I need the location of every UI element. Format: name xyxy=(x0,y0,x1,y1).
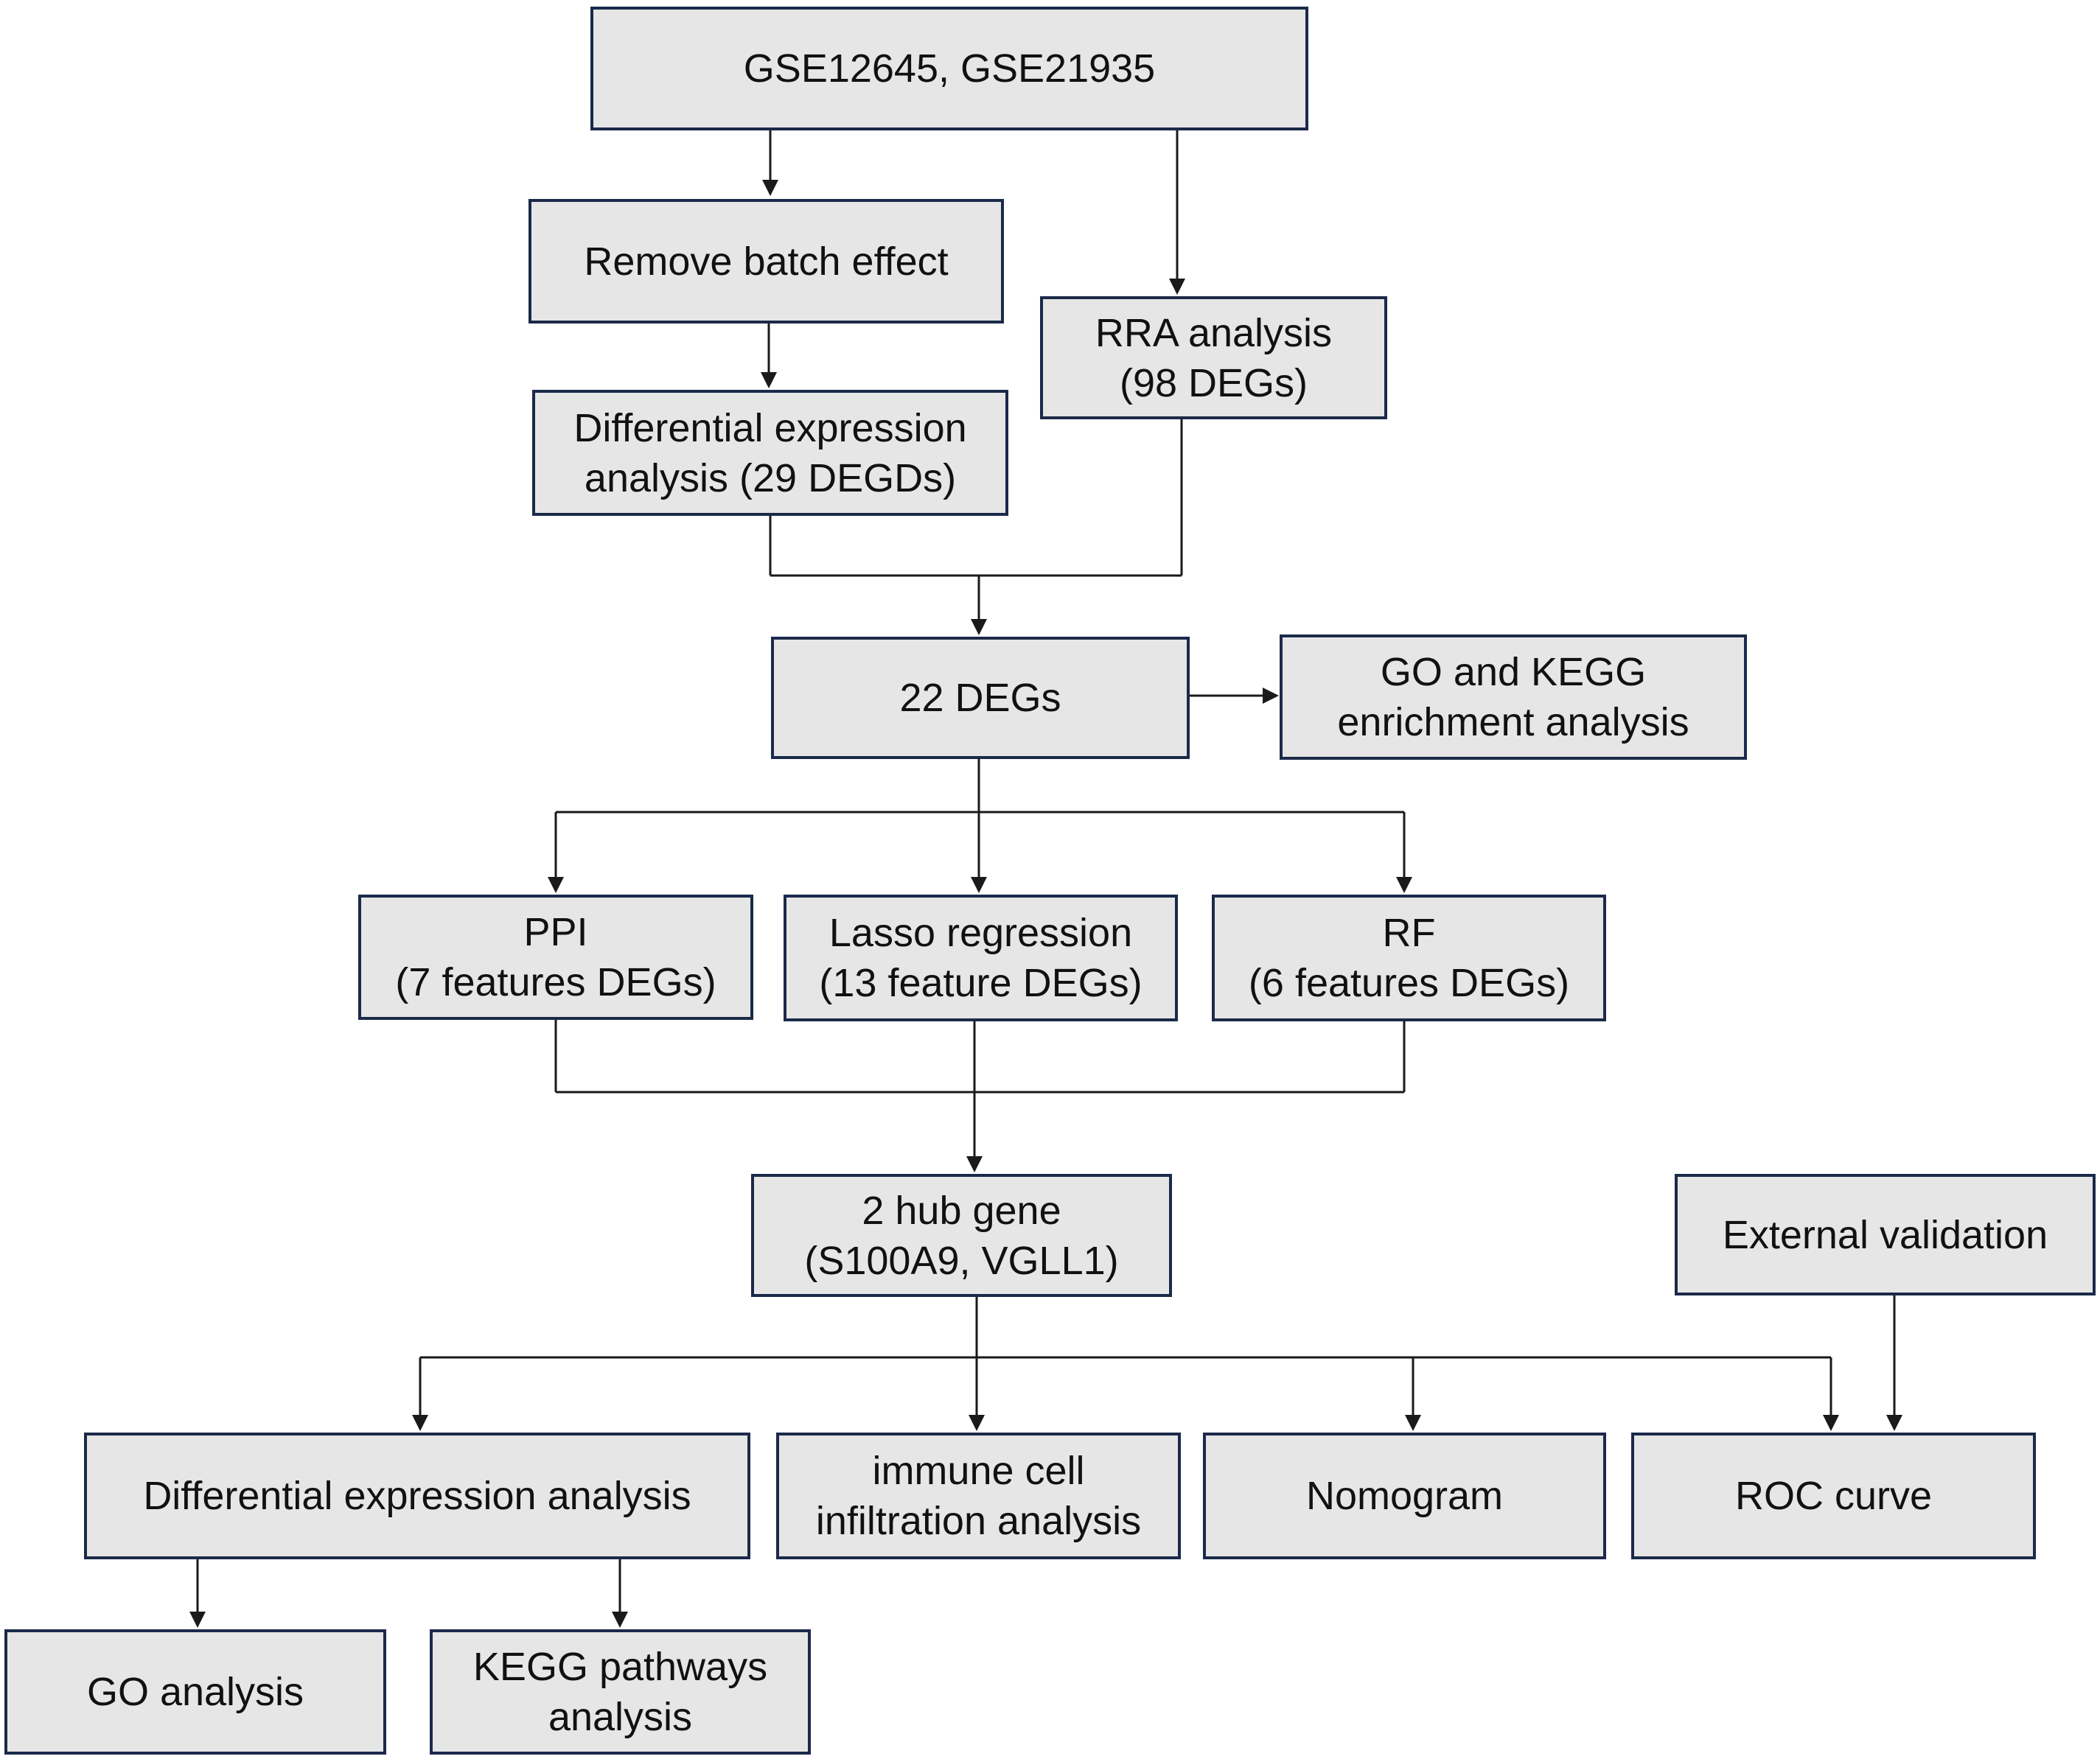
node-roc-line-1: ROC curve xyxy=(1734,1474,1933,1518)
arrowhead xyxy=(971,619,987,635)
arrowhead xyxy=(548,877,564,893)
arrowhead xyxy=(612,1612,628,1628)
node-go-analysis-line-1: GO analysis xyxy=(86,1670,304,1714)
arrowhead xyxy=(412,1415,428,1431)
node-ppi-line-2: (7 features DEGs) xyxy=(395,960,716,1004)
node-differential-expression: Differential expression analysis (29 DEG… xyxy=(532,390,1008,516)
node-ppi: PPI (7 features DEGs) xyxy=(358,895,753,1020)
node-lasso-line-2: (13 feature DEGs) xyxy=(819,961,1143,1005)
arrowhead xyxy=(762,180,778,196)
node-hub-gene: 2 hub gene (S100A9, VGLL1) xyxy=(751,1174,1172,1297)
arrowhead xyxy=(189,1612,206,1628)
arrowhead xyxy=(1823,1415,1839,1431)
node-rf: RF (6 features DEGs) xyxy=(1212,895,1606,1021)
node-immune-line-1: immune cell xyxy=(872,1449,1085,1493)
node-external-validation: External validation xyxy=(1675,1174,2096,1295)
node-rf-line-2: (6 features DEGs) xyxy=(1248,961,1570,1005)
node-lasso-regression: Lasso regression (13 feature DEGs) xyxy=(784,895,1178,1021)
node-remove-batch: Remove batch effect xyxy=(529,199,1004,324)
node-ppi-line-1: PPI xyxy=(523,910,588,954)
node-kegg-line-1: KEGG pathways xyxy=(472,1645,768,1689)
node-roc-curve: ROC curve xyxy=(1631,1433,2036,1559)
node-differential-expression-analysis: Differential expression analysis xyxy=(84,1433,750,1559)
arrowhead xyxy=(761,372,777,388)
node-nomogram-line-1: Nomogram xyxy=(1305,1474,1504,1518)
node-external-validation-line-1: External validation xyxy=(1722,1212,2048,1257)
arrowhead xyxy=(1169,279,1185,295)
node-datasets: GSE12645, GSE21935 xyxy=(590,7,1308,130)
arrowhead xyxy=(1396,877,1412,893)
node-nomogram: Nomogram xyxy=(1203,1433,1606,1559)
node-22-degs: 22 DEGs xyxy=(771,637,1190,759)
arrowhead xyxy=(969,1415,985,1431)
node-immune-cell-infiltration: immune cell infiltration analysis xyxy=(776,1433,1181,1559)
node-datasets-line-1: GSE12645, GSE21935 xyxy=(743,46,1156,91)
node-remove-batch-line-1: Remove batch effect xyxy=(584,239,949,284)
node-hub-gene-line-1: 2 hub gene xyxy=(862,1188,1061,1233)
node-kegg-line-2: analysis xyxy=(548,1695,693,1739)
node-go-analysis: GO analysis xyxy=(4,1629,386,1755)
arrowhead xyxy=(1886,1415,1902,1431)
node-go-kegg-enrichment: GO and KEGG enrichment analysis xyxy=(1280,634,1747,760)
node-lasso-line-1: Lasso regression xyxy=(829,911,1133,955)
node-rra-analysis: RRA analysis (98 DEGs) xyxy=(1040,296,1387,419)
node-diff-expr-2-line-1: Differential expression analysis xyxy=(143,1474,691,1518)
node-hub-gene-line-2: (S100A9, VGLL1) xyxy=(804,1238,1119,1283)
arrowhead xyxy=(1405,1415,1421,1431)
node-enrichment-line-2: enrichment analysis xyxy=(1337,700,1689,744)
node-rra-line-1: RRA analysis xyxy=(1095,310,1333,355)
node-kegg-pathways: KEGG pathways analysis xyxy=(430,1629,811,1755)
node-rra-line-2: (98 DEGs) xyxy=(1119,360,1308,405)
arrowhead xyxy=(971,877,987,893)
node-diff-expr-1-line-1: Differential expression xyxy=(573,405,967,450)
node-enrichment-line-1: GO and KEGG xyxy=(1380,650,1647,694)
node-22degs-line-1: 22 DEGs xyxy=(899,676,1061,720)
arrowhead xyxy=(966,1156,983,1172)
arrowhead xyxy=(1263,688,1279,704)
node-rf-line-1: RF xyxy=(1382,911,1436,955)
node-immune-line-2: infiltration analysis xyxy=(815,1499,1142,1543)
node-diff-expr-1-line-2: analysis (29 DEGDs) xyxy=(584,455,957,500)
